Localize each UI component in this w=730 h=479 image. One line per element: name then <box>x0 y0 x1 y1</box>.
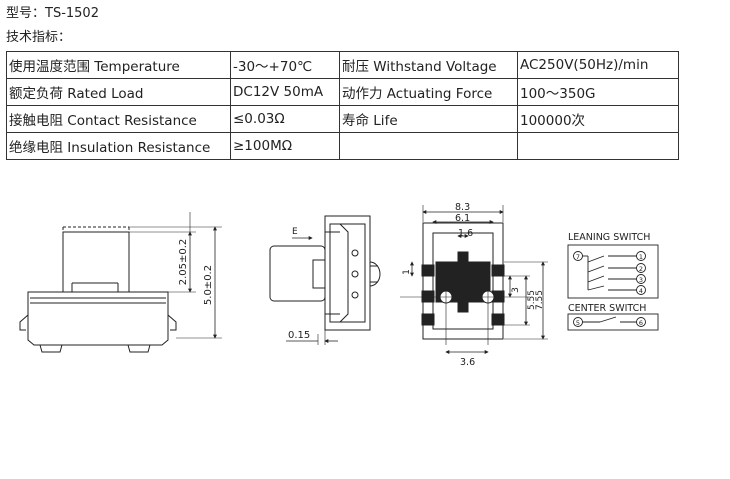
spec-table: 使用温度范围 Temperature -30～+70℃ 耐压 Withstand… <box>6 51 679 160</box>
dim-3: 3 <box>511 287 521 293</box>
side-dim-2-05: 2.05±0.2 <box>178 239 189 286</box>
center-switch-schematic <box>567 313 659 331</box>
pin-3: 3 <box>639 276 643 284</box>
pin-1: 1 <box>639 253 643 261</box>
dim-3-6: 3.6 <box>460 357 475 368</box>
front-dim-0-15: 0.15 <box>288 330 310 341</box>
center-switch-label: CENTER SWITCH <box>568 303 646 314</box>
spec-value: 100000次 <box>517 105 679 133</box>
model-number: 型号：TS-1502 <box>6 6 99 21</box>
spec-heading: 技术指标： <box>6 30 72 45</box>
footprint-drawing <box>400 205 548 354</box>
table-row: 额定负荷 Rated Load DC12V 50mA 动作力 Actuating… <box>6 78 679 106</box>
leaning-switch-label: LEANING SWITCH <box>568 232 650 243</box>
spec-value: -30～+70℃ <box>230 51 340 79</box>
spec-value: ≤0.03Ω <box>230 105 340 133</box>
dim-1-6: 1.6 <box>458 228 473 239</box>
pin-2: 2 <box>639 265 643 273</box>
dim-1: 1 <box>402 269 412 275</box>
table-row: 使用温度范围 Temperature -30～+70℃ 耐压 Withstand… <box>6 51 679 79</box>
pin-5: 5 <box>576 319 580 327</box>
table-row: 接触电阻 Contact Resistance ≤0.03Ω 寿命 Life 1… <box>6 105 679 133</box>
spec-value <box>517 132 679 160</box>
leaning-switch-schematic <box>567 244 659 299</box>
spec-label: 寿命 Life <box>339 105 518 133</box>
spec-label: 使用温度范围 Temperature <box>6 51 231 79</box>
side-dim-5-0: 5.0±0.2 <box>203 265 214 305</box>
spec-label <box>339 132 518 160</box>
spec-value: ≥100MΩ <box>230 132 340 160</box>
spec-label: 动作力 Actuating Force <box>339 78 518 106</box>
side-view-drawing <box>19 212 222 353</box>
pin-7: 7 <box>576 253 580 261</box>
front-view-drawing <box>269 215 381 345</box>
dim-5-55: 5.55 <box>527 290 537 310</box>
spec-label: 耐压 Withstand Voltage <box>339 51 518 79</box>
dim-7-55: 7.55 <box>535 290 545 310</box>
spec-value: DC12V 50mA <box>230 78 340 106</box>
spec-value: 100～350G <box>517 78 679 106</box>
dim-6-1: 6.1 <box>455 213 470 224</box>
technical-drawings: 2.05±0.2 5.0±0.2 E 0.15 <box>19 202 659 368</box>
pin-6: 6 <box>639 319 643 327</box>
front-arrow-label: E <box>292 227 298 237</box>
spec-label: 绝缘电阻 Insulation Resistance <box>6 132 231 160</box>
spec-value: AC250V(50Hz)/min <box>517 51 679 79</box>
spec-label: 接触电阻 Contact Resistance <box>6 105 231 133</box>
spec-label: 额定负荷 Rated Load <box>6 78 231 106</box>
pin-4: 4 <box>639 287 643 295</box>
table-row: 绝缘电阻 Insulation Resistance ≥100MΩ <box>6 132 679 160</box>
dim-8-3: 8.3 <box>455 202 470 213</box>
